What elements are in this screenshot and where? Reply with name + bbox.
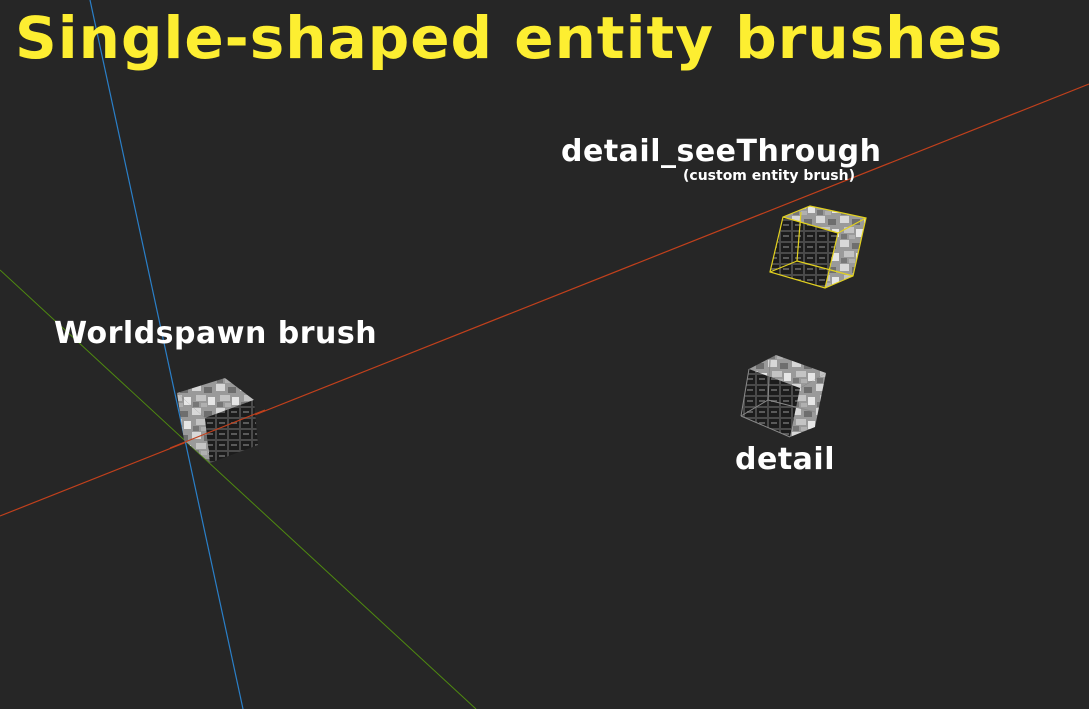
cube-right-face [790, 373, 826, 437]
selection-outline [769, 205, 867, 289]
detail-outline [740, 359, 816, 438]
x-axis-overlay [169, 409, 266, 449]
detail-brush-label: detail [735, 442, 835, 477]
cube-top-face [177, 378, 254, 418]
cube-top-face [783, 206, 866, 233]
detail-seethrough-label: detail_seeThrough [561, 134, 882, 169]
page-title: Single-shaped entity brushes [15, 4, 1004, 72]
worldspawn-brush[interactable] [177, 378, 258, 463]
detail-seethrough-sublabel: (custom entity brush) [683, 168, 856, 184]
z-axis-line [89, 0, 244, 709]
detail-seethrough-brush[interactable] [769, 205, 867, 289]
worldspawn-brush-label: Worldspawn brush [54, 316, 378, 351]
cube-top-face [749, 355, 826, 388]
cube-right-face [825, 218, 866, 288]
y-axis-line [0, 269, 477, 709]
x-axis-line [0, 83, 1089, 517]
cube-front-face [741, 369, 800, 437]
cube-front-face [205, 400, 258, 463]
cube-left-face [177, 393, 210, 463]
detail-brush[interactable] [740, 355, 826, 438]
cube-front-face [770, 217, 838, 288]
